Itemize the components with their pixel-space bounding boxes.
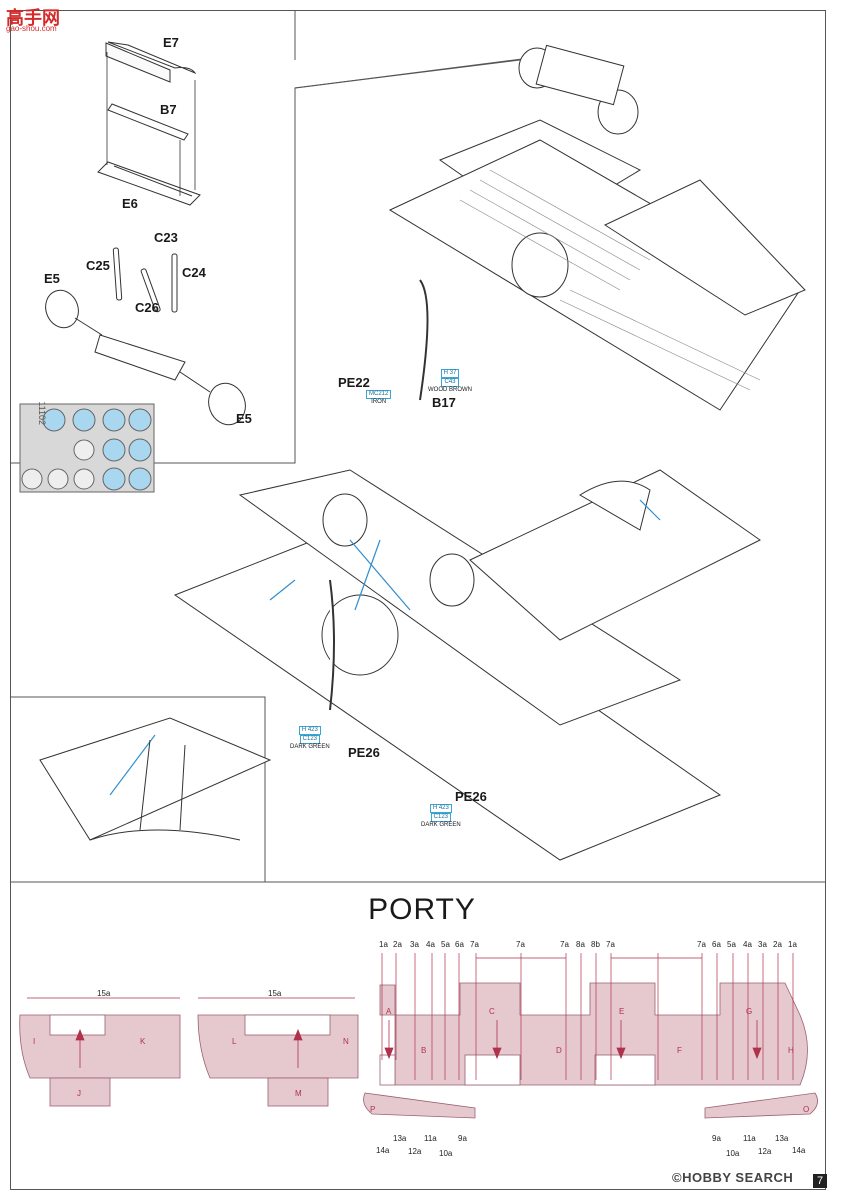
zone-label: B (421, 1046, 427, 1055)
rib-number: 7a (516, 940, 525, 949)
part-label-pe26-a: PE26 (348, 745, 380, 760)
tail-label-right: 15a (268, 989, 282, 998)
page-number: 7 (813, 1174, 827, 1188)
mask-sheet (19, 403, 155, 493)
site-logo-url: gao-shou.com (6, 24, 57, 33)
inset-panel-border (10, 696, 266, 882)
zone-label: N (343, 1037, 349, 1046)
tail-label-left: 15a (97, 989, 111, 998)
aileron-number: 10a (439, 1149, 453, 1158)
part-label-c23: C23 (154, 230, 178, 245)
rib-number: 3a (410, 940, 419, 949)
zone-label: A (386, 1007, 392, 1016)
zone-label: G (746, 1007, 753, 1016)
zone-label: I (33, 1037, 36, 1046)
porty-title: PORTY (368, 893, 476, 926)
rib-number: 7a (470, 940, 479, 949)
part-label-b7: B7 (160, 102, 177, 117)
paint-callout-iron: MC212 IRON (366, 390, 392, 406)
part-label-pe22: PE22 (338, 375, 370, 390)
aileron-number: 11a (743, 1134, 756, 1143)
undercarriage-assembly (45, 247, 246, 426)
zone-label: D (556, 1046, 562, 1055)
rib-number: 7a (606, 940, 615, 949)
aileron-number: 13a (775, 1134, 789, 1143)
rib-number: 6a (712, 940, 721, 949)
zone-label: L (232, 1037, 237, 1046)
rib-number: 6a (455, 940, 464, 949)
mask-sheet-code: 11102 (37, 401, 48, 426)
inset-wing-view (39, 717, 272, 841)
zone-label: E (619, 1007, 625, 1016)
part-label-e5-left: E5 (44, 271, 60, 286)
zone-label: M (295, 1089, 302, 1098)
rib-number: 5a (441, 940, 450, 949)
porty-templates (19, 953, 818, 1119)
aileron-number: 9a (458, 1134, 467, 1143)
rib-number: 3a (758, 940, 767, 949)
rib-number: 2a (773, 940, 782, 949)
top-aircraft-view (388, 44, 806, 411)
aileron-number: 10a (726, 1149, 740, 1158)
aileron-number: 14a (792, 1146, 806, 1155)
aileron-number: 12a (408, 1147, 422, 1156)
rib-number: 5a (727, 940, 736, 949)
part-label-b17: B17 (432, 395, 456, 410)
aileron-number: 14a (376, 1146, 390, 1155)
aileron-number: 13a (393, 1134, 407, 1143)
aileron-number: 9a (712, 1134, 721, 1143)
part-label-pe26-b: PE26 (455, 789, 487, 804)
zone-label: K (140, 1037, 146, 1046)
part-label-e7: E7 (163, 35, 179, 50)
seat-assembly (97, 41, 201, 206)
page-frame (10, 10, 826, 1190)
site-logo: 高手网 (6, 8, 60, 28)
zone-label: H (788, 1046, 794, 1055)
part-label-c24: C24 (182, 265, 206, 280)
rib-number: 2a (393, 940, 402, 949)
paint-callout-dark-green-b: H 423 C123 DARK GREEN (421, 804, 461, 828)
rib-number: 1a (788, 940, 797, 949)
part-label-e6: E6 (122, 196, 138, 211)
paint-callout-wood-brown: H 37 C43 WOOD BROWN (428, 369, 472, 393)
rib-number: 8a (576, 940, 585, 949)
zone-label: C (489, 1007, 495, 1016)
part-label-c26: C26 (135, 300, 159, 315)
rib-number: 1a (379, 940, 388, 949)
aileron-number: 12a (758, 1147, 772, 1156)
rib-number: 7a (560, 940, 569, 949)
rib-number: 4a (743, 940, 752, 949)
main-aircraft-view (173, 469, 761, 861)
zone-label: O (803, 1105, 810, 1114)
zone-label: J (77, 1089, 81, 1098)
part-label-c25: C25 (86, 258, 110, 273)
rib-number: 8b (591, 940, 600, 949)
zone-label: F (677, 1046, 682, 1055)
paint-callout-dark-green-a: H 423 C123 DARK GREEN (290, 726, 330, 750)
part-label-e5-right: E5 (236, 411, 252, 426)
rib-number: 7a (697, 940, 706, 949)
zone-label: P (370, 1105, 376, 1114)
watermark: ©HOBBY SEARCH (672, 1170, 794, 1185)
rib-number: 4a (426, 940, 435, 949)
aileron-number: 11a (424, 1134, 437, 1143)
